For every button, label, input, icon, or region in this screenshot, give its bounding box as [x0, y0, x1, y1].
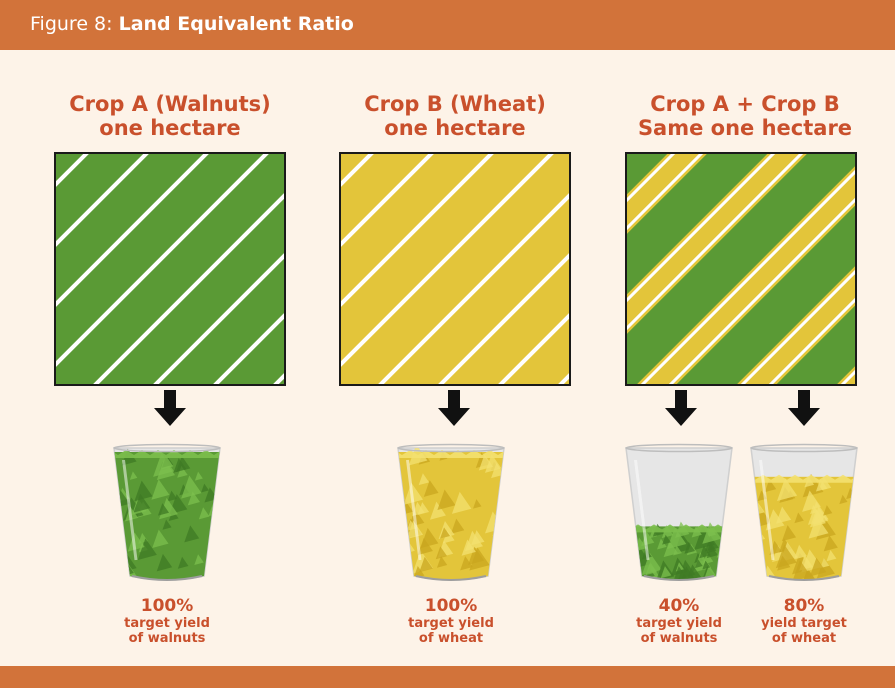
- yield-percent: 100%: [424, 596, 478, 616]
- yield-percent: 80%: [783, 596, 825, 616]
- yield-label-line1: target yield: [408, 616, 494, 631]
- arrow-down-icon: [665, 390, 697, 426]
- wheat-yield-cup: [397, 443, 505, 581]
- figure-header: Figure 8: Land Equivalent Ratio: [0, 0, 895, 50]
- column-title-walnuts: Crop A (Walnuts) one hectare: [40, 92, 300, 140]
- yield-label-line1: target yield: [636, 616, 722, 631]
- yield-caption-wheat: 100% target yield of wheat: [376, 596, 526, 646]
- yield-caption-walnuts-mixed: 40% target yield of walnuts: [604, 596, 754, 646]
- yield-label-line2: of wheat: [418, 631, 484, 646]
- column-title-mixed: Crop A + Crop B Same one hectare: [615, 92, 875, 140]
- column-title-line2: Same one hectare: [637, 116, 853, 140]
- column-title-wheat: Crop B (Wheat) one hectare: [325, 92, 585, 140]
- column-title-line1: Crop A (Walnuts): [69, 92, 271, 116]
- column-title-line2: one hectare: [384, 116, 526, 140]
- yield-label-line2: of walnuts: [128, 631, 206, 646]
- walnut-yield-cup: [113, 443, 221, 581]
- wheat-partial-yield-cup: [750, 443, 858, 581]
- figure-footer: [0, 666, 895, 688]
- figure-title-text: Land Equivalent Ratio: [118, 13, 354, 35]
- column-title-line2: one hectare: [99, 116, 241, 140]
- yield-label-line1: target yield: [124, 616, 210, 631]
- column-title-line1: Crop B (Wheat): [364, 92, 546, 116]
- field-walnuts: [54, 152, 286, 386]
- yield-label-line2: of walnuts: [640, 631, 718, 646]
- figure-title: Figure 8: Land Equivalent Ratio: [30, 13, 354, 35]
- yield-caption-wheat-mixed: 80% yield target of wheat: [729, 596, 879, 646]
- walnut-partial-yield-cup: [625, 443, 733, 581]
- yield-percent: 40%: [658, 596, 700, 616]
- arrow-down-icon: [154, 390, 186, 426]
- yield-caption-walnuts: 100% target yield of walnuts: [92, 596, 242, 646]
- column-title-line1: Crop A + Crop B: [650, 92, 840, 116]
- field-wheat: [339, 152, 571, 386]
- yield-percent: 100%: [140, 596, 194, 616]
- arrow-down-icon: [788, 390, 820, 426]
- arrow-down-icon: [438, 390, 470, 426]
- yield-label-line1: yield target: [761, 616, 847, 631]
- figure-number: Figure 8:: [30, 13, 113, 35]
- field-mixed: [625, 152, 857, 386]
- yield-label-line2: of wheat: [771, 631, 837, 646]
